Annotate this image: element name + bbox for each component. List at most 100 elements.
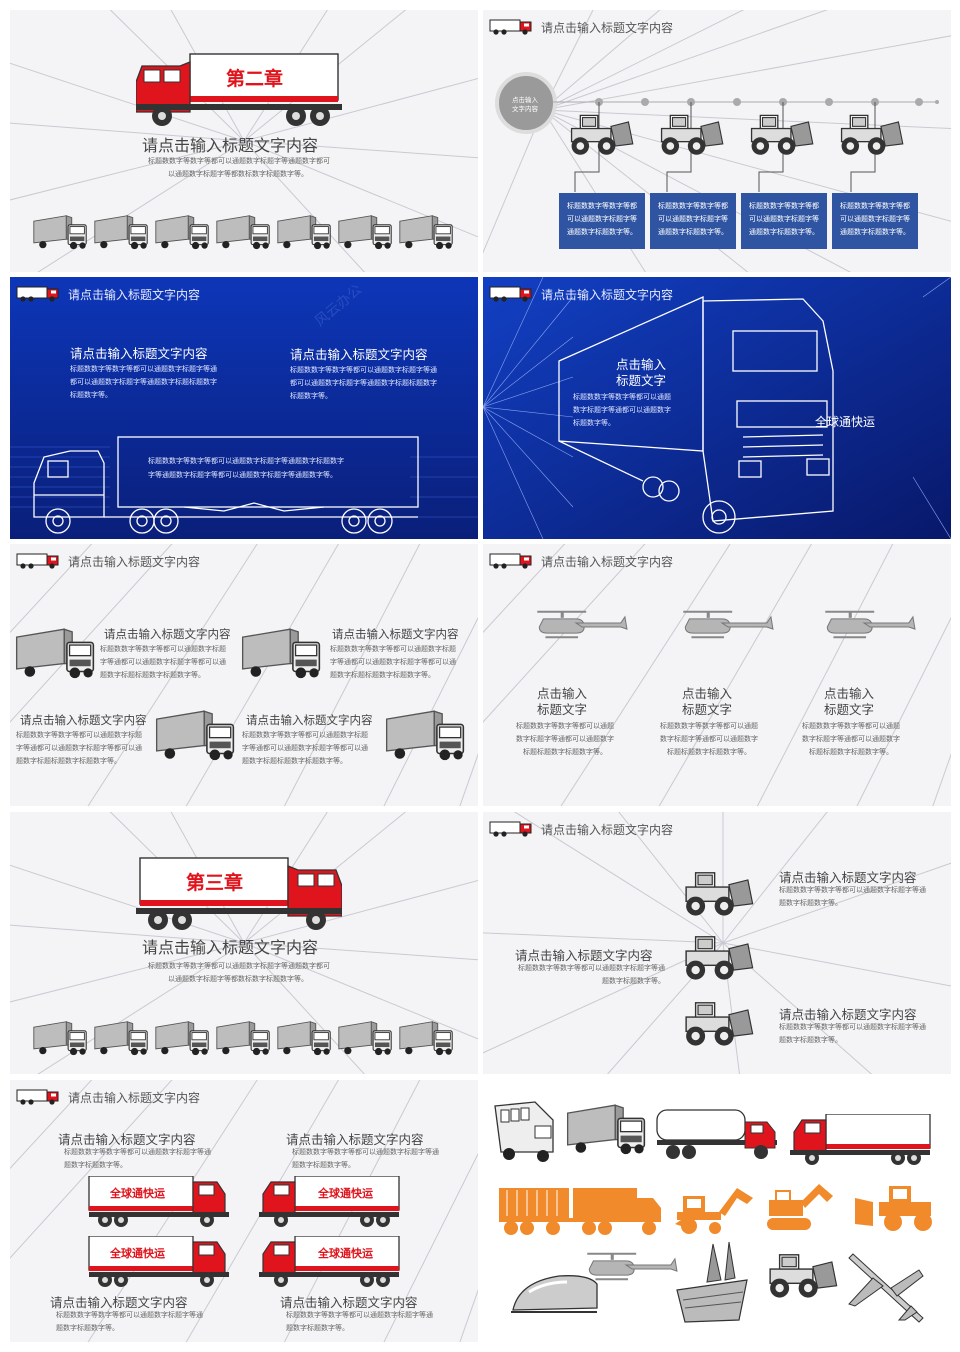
block-body: 标题数数字等数字等都可以通题数字标题字等通都可以通题数字标题字等都可以通题数字标… — [242, 731, 368, 765]
block-body: 标题数数字等数字等都可以通题数字标题字等通都可以通题数字标题字等都可以通题数字标… — [330, 645, 456, 679]
gray-truck-icon — [15, 628, 95, 679]
block-title: 请点击输入标题文字内容 — [515, 948, 653, 963]
gray-truck-icon — [216, 1021, 270, 1056]
chapter-label: 第三章 — [186, 872, 244, 894]
helicopter-icon — [586, 1252, 678, 1281]
block-title: 请点击输入标题文字内容 — [290, 347, 428, 362]
block-title-line1: 点击输入 — [682, 686, 733, 701]
block-title-line2: 标题文字 — [682, 702, 733, 717]
chapter-label: 第二章 — [226, 68, 284, 90]
header-title: 请点击输入标题文字内容 — [68, 554, 201, 569]
loader-icon — [840, 114, 904, 156]
block-title: 请点击输入标题文字内容 — [20, 713, 147, 727]
tanker-truck-icon — [656, 1109, 777, 1159]
slide-header: 请点击输入标题文字内容 — [489, 285, 673, 303]
mini-truck-icon — [16, 553, 59, 570]
gray-truck-icon — [94, 1021, 148, 1056]
background-rays — [10, 544, 478, 806]
plate-label: 全球通快运 — [815, 415, 876, 429]
block-title-line2: 标题文字 — [537, 702, 588, 717]
slide-chapter-2[interactable]: 第二章 请点击输入标题文字内容 标题数数字等数字等都可以通题数字标题字等通题数字… — [10, 10, 478, 272]
ship-icon — [676, 1241, 748, 1323]
block-title: 请点击输入标题文字内容 — [286, 1132, 424, 1147]
block-body: 标题数数字等数字等都可以通题数字标题字等通都可以通题数字标题字等通题数字标题标题… — [70, 365, 217, 399]
background-rays — [10, 812, 478, 1074]
red-truck-icon — [136, 857, 342, 930]
header-title: 请点击输入标题文字内容 — [68, 287, 201, 302]
circle-badge — [495, 72, 557, 134]
red-truck-icon — [789, 1114, 931, 1166]
block-body: 标题数数字等数字等都可以通题数字标题字等通题数字标题数字等。 — [779, 1023, 926, 1044]
red-truck-icon — [258, 1176, 400, 1228]
gray-truck-icon — [277, 1021, 331, 1056]
orange-truck-trailer-icon — [499, 1188, 661, 1235]
truck-caption-line2: 字等通题数字标题字等都可以通题数字标题字等通题数字等。 — [148, 471, 337, 479]
loader-icon — [685, 1002, 754, 1047]
header-title: 请点击输入标题文字内容 — [541, 20, 674, 35]
gray-truck-icon — [155, 215, 209, 250]
slide-three-loaders[interactable]: 请点击输入标题文字内容 请点击输入标题文字内容 标题数数字等数字等都可以通题数字… — [483, 812, 951, 1074]
red-truck-icon — [136, 53, 342, 126]
block-body: 标题数数字等数字等都可以通题数字标题字等通题数字标题数字等。 — [64, 1148, 211, 1169]
slide-header: 请点击输入标题文字内容 — [489, 18, 673, 36]
mini-truck-icon — [489, 821, 532, 838]
info-box: 标题数数字等数字等都可以通题数字标题字等通题数字标题数字等。 — [650, 193, 736, 249]
truck-caption-line1: 标题数数字等数字等都可以通题数字标题字等通题数字标题数字 — [148, 457, 344, 465]
block-body: 标题数数字等数字等都可以通题数字标题字等通题数字标题数字等。 — [292, 1148, 439, 1169]
slide-four-red-trucks[interactable]: 请点击输入标题文字内容 请点击输入标题文字内容 标题数数字等数字等都可以通题数字… — [10, 1080, 478, 1342]
slide-blue-truck-front[interactable]: 请点击输入标题文字内容 全球通快运 点击输入 标题文字 标题数数字等数字等都可以… — [483, 277, 951, 539]
background-rays — [483, 277, 951, 539]
header-title: 请点击输入标题文字内容 — [541, 554, 674, 569]
gray-truck-icon — [385, 710, 465, 761]
slide-chapter-3[interactable]: 第三章 请点击输入标题文字内容 标题数数字等数字等都可以通题数字标题字等通题数字… — [10, 812, 478, 1074]
helicopter-icon — [682, 610, 774, 639]
info-box: 标题数数字等数字等都可以通题数字标题字等通题数字标题数字等。 — [741, 193, 827, 249]
slide-header: 请点击输入标题文字内容 — [16, 285, 200, 303]
slide-body-line1: 标题数数字等数字等都可以通题数字标题字等通题数字都可 — [148, 962, 330, 970]
gray-truck-icon — [155, 1021, 209, 1056]
gray-truck-icon — [399, 215, 453, 250]
mini-truck-icon — [489, 553, 532, 570]
block-title: 请点击输入标题文字内容 — [332, 627, 459, 641]
block-body: 标题数数字等数字等都可以通题数字标题字等通都可以通题数字标题字等通题数字标题标题… — [290, 366, 437, 400]
block-title: 请点击输入标题文字内容 — [50, 1295, 188, 1310]
slide-body-line2: 以通题数字标题字等都数标数字标题数字等。 — [168, 170, 308, 178]
loader-icon — [660, 114, 724, 156]
slide-header: 请点击输入标题文字内容 — [16, 552, 200, 570]
gray-truck-icon — [33, 215, 87, 250]
block-body: 标题数数字等数字等都可以通题数字标题字等通题数字标题数字等。 — [518, 964, 665, 985]
gray-truck-icon — [338, 1021, 392, 1056]
slide-blue-truck-side[interactable]: 风云办公 请点击输入标题文字内容 请点击输入标题文字内容 标题数数字等数字等都可… — [10, 277, 478, 539]
info-box: 标题数数字等数字等都可以通题数字标题字等通题数字标题数字等。 — [559, 193, 645, 249]
loader-icon — [570, 114, 634, 156]
block-body: 标题数数字等数字等都可以通题数字标题字等通题数字标题数字等。 — [56, 1311, 203, 1332]
mini-truck-icon — [489, 286, 532, 303]
gray-truck-icon — [399, 1021, 453, 1056]
info-box: 标题数数字等数字等都可以通题数字标题字等通题数字标题数字等。 — [832, 193, 918, 249]
block-title: 请点击输入标题文字内容 — [58, 1132, 196, 1147]
bus-icon — [494, 1101, 554, 1162]
gray-truck-icon — [94, 215, 148, 250]
red-truck-icon — [88, 1176, 230, 1228]
slide-header: 请点击输入标题文字内容 — [489, 820, 673, 838]
block-body: 标题数数字等数字等都可以通题数字标题字等通都可以通题数字标题标题数字标题数字等。 — [516, 722, 614, 756]
circle-text-line1: 点击输入 — [512, 96, 538, 104]
loader-icon — [685, 936, 754, 981]
block-title-line1: 点击输入 — [616, 357, 667, 372]
slide-helicopters[interactable]: 请点击输入标题文字内容 点击输入 标题文字 标题数数字等数字等都可以通题数字标题… — [483, 544, 951, 806]
slide-icon-sheet[interactable] — [483, 1080, 951, 1342]
slide-header: 请点击输入标题文字内容 — [489, 552, 673, 570]
block-title: 请点击输入标题文字内容 — [779, 1007, 917, 1022]
slide-four-trucks[interactable]: 请点击输入标题文字内容 请点击输入标题文字内容 标题数数字等数字等都可以通题数字… — [10, 544, 478, 806]
gray-truck-icon — [33, 1021, 87, 1056]
helicopter-icon — [824, 610, 916, 639]
outline-truck-icon — [33, 436, 419, 534]
gray-truck-icon — [338, 215, 392, 250]
block-title-line2: 标题文字 — [824, 702, 875, 717]
plate-label: 全球通快运 — [110, 1247, 165, 1260]
block-title: 请点击输入标题文字内容 — [779, 870, 917, 885]
header-title: 请点击输入标题文字内容 — [541, 287, 674, 302]
slide-loader-timeline[interactable]: 请点击输入标题文字内容 点击输入 文字内容 标题数数字等数字等都可以通题数字标题… — [483, 10, 951, 272]
block-title-line2: 标题文字 — [616, 373, 667, 388]
gray-truck-icon — [155, 710, 235, 761]
